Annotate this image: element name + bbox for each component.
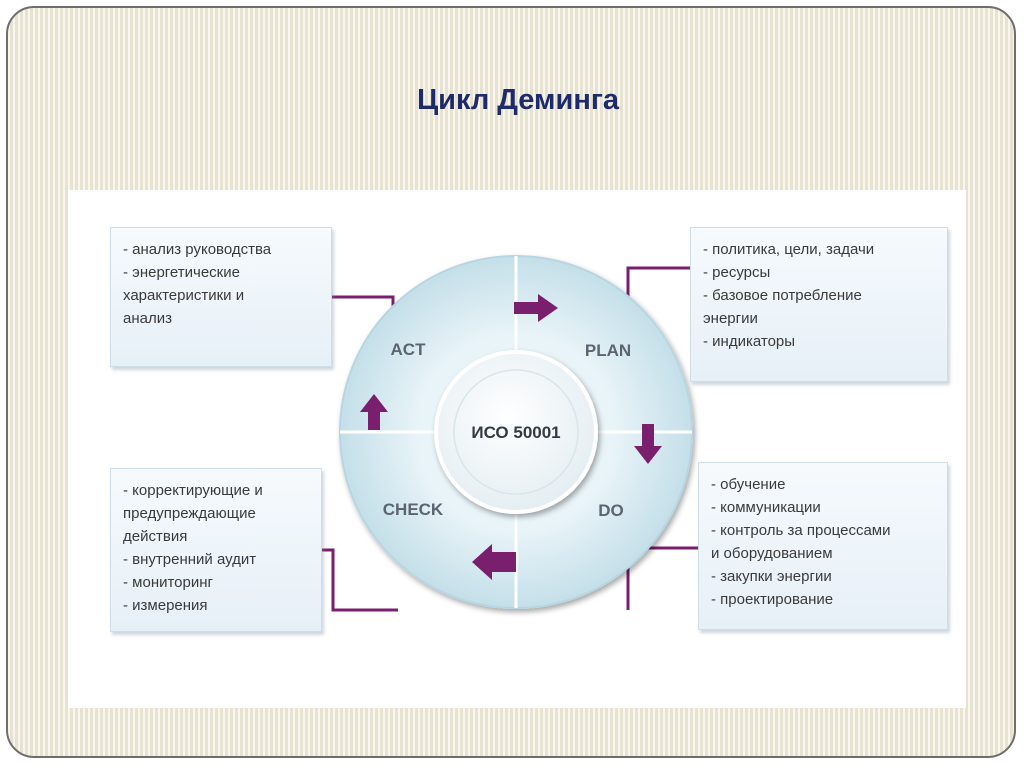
do-line: - обучение <box>711 476 786 493</box>
check-line: - корректирующие и <box>123 482 263 499</box>
plan-line: - индикаторы <box>703 333 796 350</box>
center-inner-circle <box>453 369 579 495</box>
phase-do-label: DO <box>598 501 624 520</box>
center-circle <box>434 350 598 514</box>
deming-cycle-diagram: ACT PLAN CHECK DO ИСО 50001 - анализ рук… <box>68 190 966 708</box>
cycle-graphic: ACT PLAN CHECK DO ИСО 50001 <box>322 255 698 612</box>
phase-check-label: CHECK <box>383 500 444 519</box>
act-line: характеристики и <box>123 287 245 304</box>
connector-check <box>322 548 398 612</box>
check-line: - внутренний аудит <box>123 551 257 568</box>
plan-line: энергии <box>703 310 758 327</box>
do-description-box: - обучение - коммуникации - контроль за … <box>698 462 948 630</box>
plan-line: - политика, цели, задачи <box>703 241 875 258</box>
slide: Цикл Деминга <box>6 6 1016 758</box>
do-line: - закупки энергии <box>711 568 832 585</box>
do-line: - коммуникации <box>711 499 821 516</box>
do-line: - проектирование <box>711 591 834 608</box>
arrow-left-icon <box>472 544 516 580</box>
act-line: анализ <box>123 310 172 327</box>
act-description-box: - анализ руководства - энергетические ха… <box>110 227 332 367</box>
arrow-right-icon <box>514 294 558 322</box>
do-line: и оборудованием <box>711 545 833 562</box>
check-line: - мониторинг <box>123 574 213 591</box>
arrow-down-icon <box>634 424 662 464</box>
slide-title: Цикл Деминга <box>416 84 620 116</box>
center-label: ИСО 50001 <box>471 423 560 442</box>
plan-line: - ресурсы <box>703 264 771 281</box>
check-line: действия <box>123 528 188 545</box>
do-line: - контроль за процессами <box>711 522 891 539</box>
check-line: - измерения <box>123 597 208 614</box>
check-line: предупреждающие <box>123 505 256 522</box>
check-description-box: - корректирующие и предупреждающие дейст… <box>110 468 322 632</box>
plan-description-box: - политика, цели, задачи - ресурсы - баз… <box>690 227 948 382</box>
plan-line: - базовое потребление <box>703 287 862 304</box>
act-line: - энергетические <box>123 264 240 281</box>
phase-plan-label: PLAN <box>585 341 631 360</box>
act-line: - анализ руководства <box>123 241 272 258</box>
phase-act-label: ACT <box>391 340 427 359</box>
arrow-up-icon <box>360 394 388 430</box>
